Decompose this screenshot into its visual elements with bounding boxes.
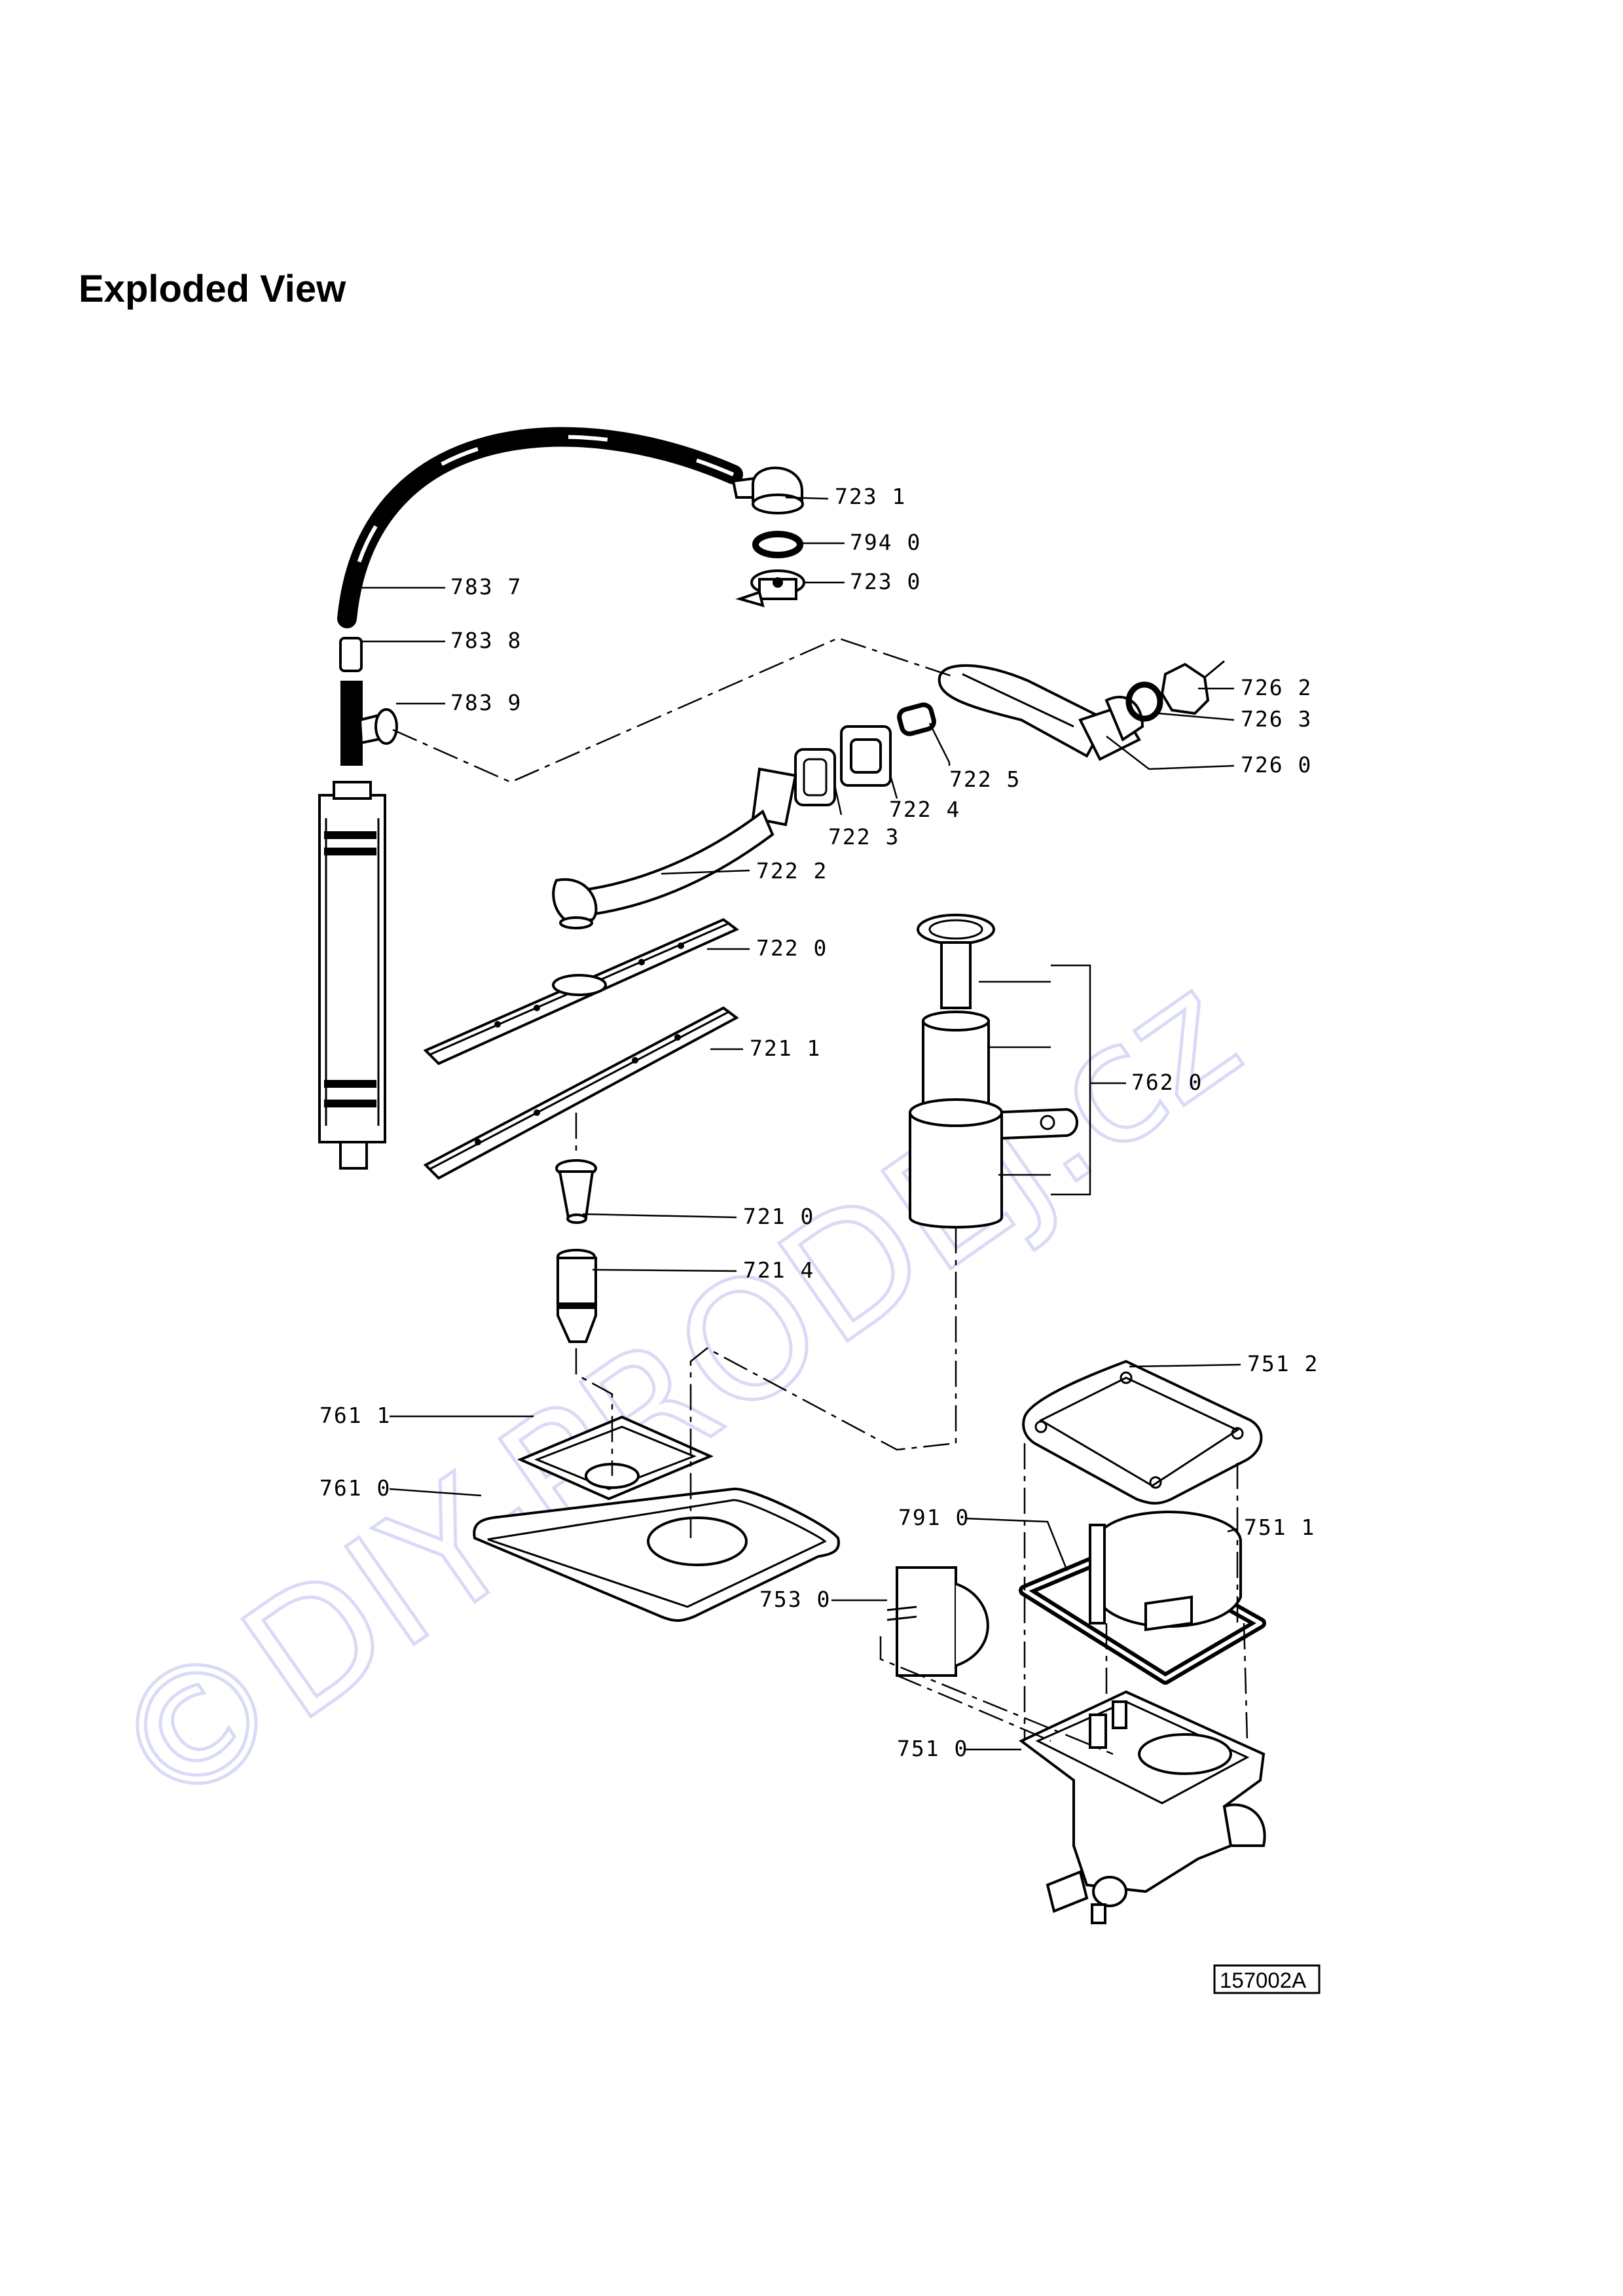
callout-7211: 721 1 xyxy=(750,1035,821,1061)
callout-7940: 794 0 xyxy=(850,529,921,555)
spray-arm-cone xyxy=(555,1159,597,1224)
leader-lines xyxy=(357,496,1241,1751)
top-spray-nozzle xyxy=(731,466,804,514)
callout-7231: 723 1 xyxy=(835,484,906,509)
small-seal xyxy=(897,702,936,736)
top-nozzle-o-ring xyxy=(752,531,803,558)
callout-7611: 761 1 xyxy=(319,1403,391,1428)
callout-7262: 726 2 xyxy=(1241,675,1312,700)
upper-tube-o-ring xyxy=(1125,681,1163,722)
callout-7214: 721 4 xyxy=(743,1257,814,1283)
upper-spray-tube xyxy=(938,664,1144,761)
callout-7230: 723 0 xyxy=(850,569,921,594)
callout-7839: 783 9 xyxy=(450,690,522,715)
connector-sleeve xyxy=(339,637,363,672)
top-nozzle-mount xyxy=(735,569,805,607)
vertical-supply-pipe xyxy=(318,781,386,1170)
callout-7511: 751 1 xyxy=(1244,1515,1315,1540)
sump-cover xyxy=(1022,1359,1263,1505)
filter-assembly xyxy=(909,914,1078,1229)
callout-7510: 751 0 xyxy=(897,1736,968,1761)
spray-arm-support xyxy=(556,1249,597,1343)
callout-7210: 721 0 xyxy=(743,1204,814,1229)
callout-7512: 751 2 xyxy=(1247,1351,1319,1376)
upper-tube-nut xyxy=(1160,660,1225,715)
callout-7910: 791 0 xyxy=(898,1505,970,1530)
heater-block xyxy=(886,1566,989,1677)
callout-7223: 722 3 xyxy=(828,824,900,850)
callout-labels: 723 1 794 0 723 0 783 7 783 8 783 9 726 … xyxy=(319,484,1319,1761)
callout-7263: 726 3 xyxy=(1241,706,1312,732)
square-adapter xyxy=(840,725,892,787)
page-title: Exploded View xyxy=(79,268,346,310)
callout-7610: 761 0 xyxy=(319,1475,391,1501)
reference-code-box: 157002A xyxy=(1213,1964,1321,1994)
tee-fitting xyxy=(340,681,398,766)
callout-7838: 783 8 xyxy=(450,628,522,653)
callout-7837: 783 7 xyxy=(450,574,522,600)
callout-7220: 722 0 xyxy=(756,935,828,961)
callout-7620: 762 0 xyxy=(1131,1069,1203,1095)
flat-gasket xyxy=(794,748,836,806)
spray-arm-feed-tube xyxy=(552,767,797,929)
callout-7530: 753 0 xyxy=(759,1587,831,1612)
callout-7224: 722 4 xyxy=(889,797,960,822)
callout-7260: 726 0 xyxy=(1241,752,1312,778)
sump-housing xyxy=(1019,1690,1266,1924)
callout-7222: 722 2 xyxy=(756,858,828,884)
sump-base-gasket xyxy=(473,1487,840,1622)
drain-hose xyxy=(337,427,743,628)
sump-inner-ring xyxy=(1089,1511,1242,1632)
upper-spray-arm xyxy=(423,918,739,1066)
reference-code: 157002A xyxy=(1220,1968,1306,1992)
lower-spray-arm xyxy=(423,1006,739,1180)
callout-7225: 722 5 xyxy=(949,766,1021,792)
assembly-center-lines xyxy=(392,637,1249,1755)
